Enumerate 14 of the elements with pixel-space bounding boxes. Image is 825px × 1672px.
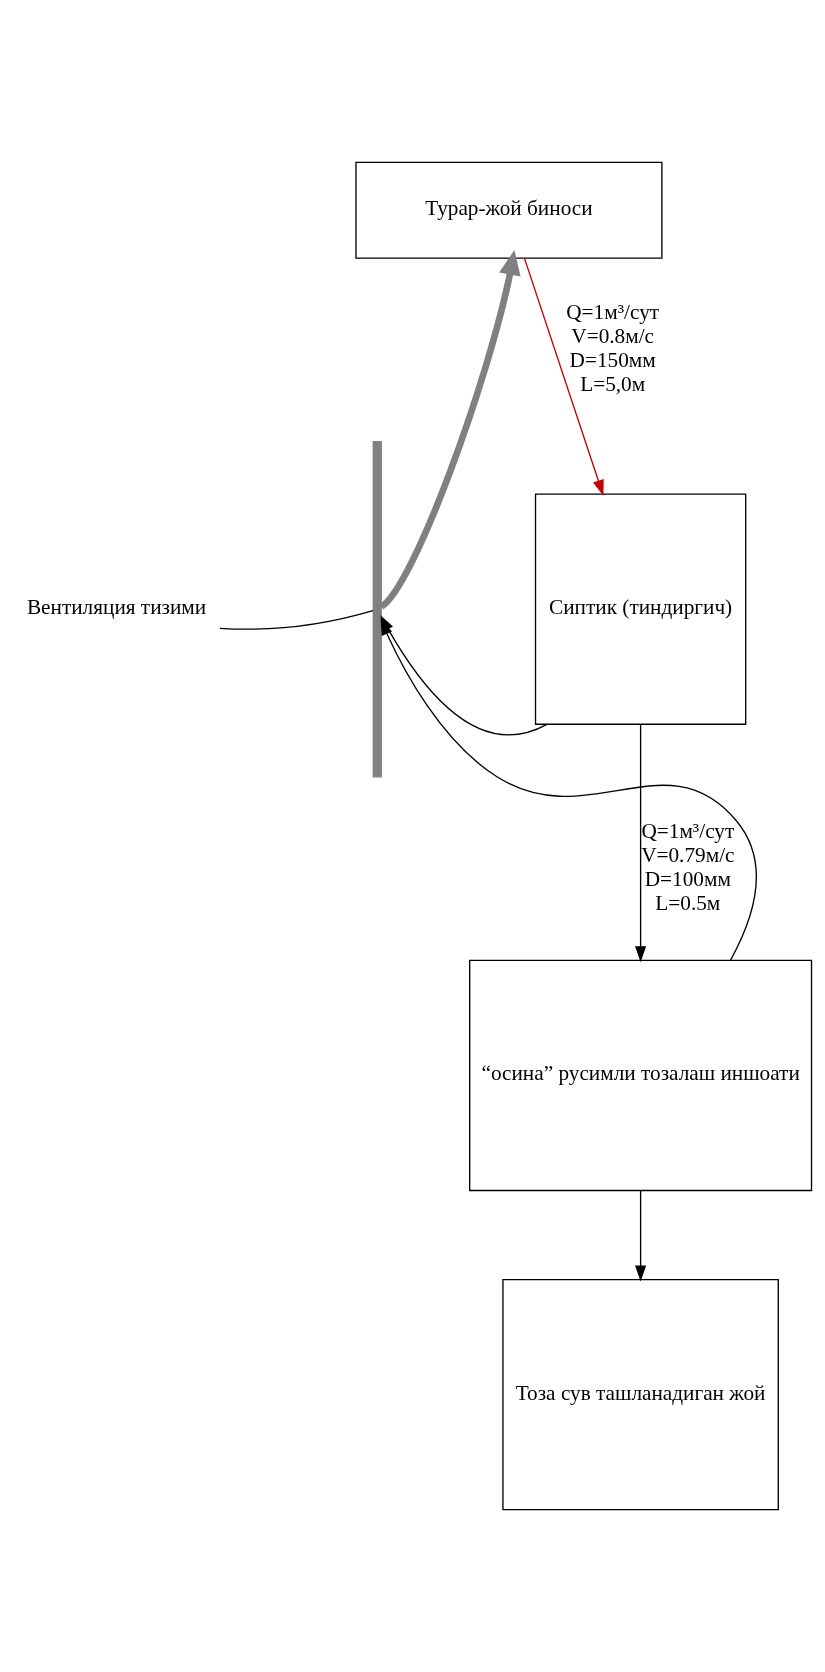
- node-box: Сиптик (тиндиргич): [534, 493, 747, 725]
- arrow: [379, 250, 521, 609]
- node-bar: [372, 440, 382, 778]
- edge-label: Q=1м³/сут V=0.8м/с D=150мм L=5,0м: [566, 300, 660, 396]
- node-box: “осина” русимли тозалаш иншоати: [469, 959, 813, 1192]
- arrow: [380, 619, 757, 961]
- arrow: [635, 723, 647, 963]
- connector: [219, 609, 374, 630]
- node-text: Вентиляция тизими: [26, 595, 207, 620]
- edge-label: Q=1м³/сут V=0.79м/с D=100мм L=0.5м: [641, 818, 735, 915]
- arrow: [635, 1189, 647, 1282]
- node-box: Тоза сув ташланадиган жой: [502, 1278, 779, 1511]
- node-box: Турар-жой биноси: [355, 161, 663, 259]
- arrow: [523, 257, 604, 496]
